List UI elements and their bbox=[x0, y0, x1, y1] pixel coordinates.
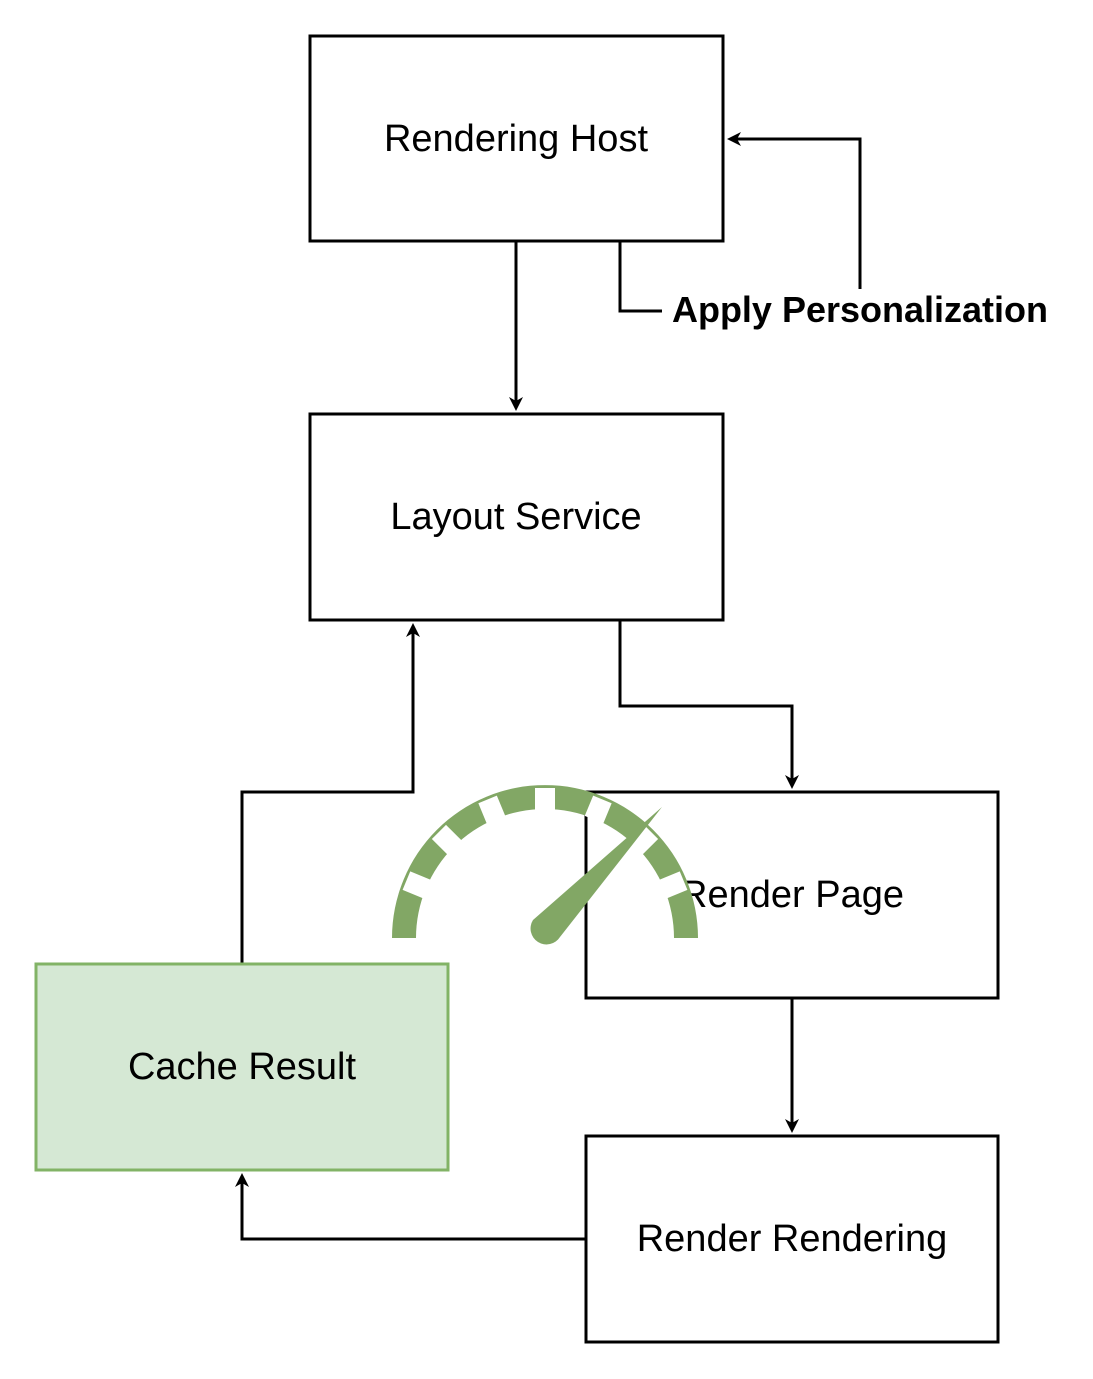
node-render-page-label: Render Page bbox=[680, 874, 904, 916]
edge-cache-result-to-layout-service bbox=[240, 623, 420, 964]
node-cache-result-label: Cache Result bbox=[128, 1046, 357, 1088]
node-cache-result[interactable]: Cache Result bbox=[34, 962, 450, 1172]
edge-apply-personalization: Apply Personalization bbox=[618, 132, 1048, 330]
node-layout-service-label: Layout Service bbox=[390, 496, 641, 538]
node-render-rendering-label: Render Rendering bbox=[637, 1218, 948, 1260]
speedometer-icon bbox=[392, 785, 698, 945]
edge-render-rendering-to-cache-result bbox=[235, 1173, 586, 1241]
node-rendering-host-label: Rendering Host bbox=[384, 118, 648, 160]
node-rendering-host[interactable]: Rendering Host bbox=[308, 34, 725, 243]
apply-personalization-label: Apply Personalization bbox=[672, 289, 1048, 330]
node-render-page[interactable]: Render Page bbox=[584, 790, 1000, 1000]
edge-layout-service-to-render-page bbox=[618, 620, 799, 789]
node-render-rendering[interactable]: Render Rendering bbox=[584, 1134, 1000, 1344]
node-layout-service[interactable]: Layout Service bbox=[308, 412, 725, 622]
